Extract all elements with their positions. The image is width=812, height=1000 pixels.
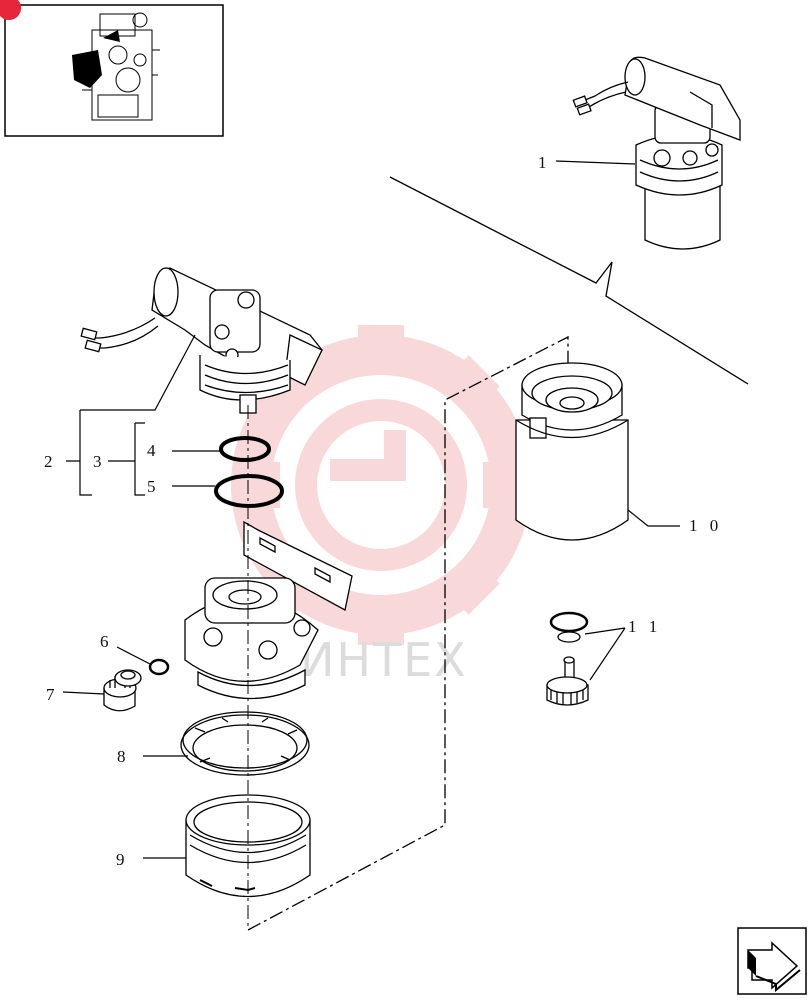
filter-head-drawing — [184, 520, 353, 700]
filter-element-dash-leader — [247, 335, 569, 931]
callout-6: 6 — [100, 632, 113, 651]
callout-5: 5 — [147, 477, 160, 496]
callout-4: 4 — [147, 441, 160, 460]
callout-7: 7 — [46, 685, 59, 704]
part-5-o-ring — [214, 474, 284, 508]
callout-10: 1 0 — [689, 516, 722, 535]
callout-11: 1 1 — [628, 617, 661, 636]
part-2-pump-head-drawing — [80, 267, 323, 414]
part-7-drain-plug — [103, 669, 142, 712]
leader-lines — [62, 160, 680, 859]
part-10-filter-element — [515, 362, 629, 541]
part-1-filter-assembly-drawing — [572, 56, 741, 250]
callout-1: 1 — [538, 153, 551, 172]
callout-8: 8 — [117, 747, 130, 766]
watermark-text: ИНТЕХ — [300, 633, 468, 687]
engine-thumbnail-icon[interactable] — [4, 4, 224, 137]
part-8-locking-ring — [180, 711, 310, 776]
next-page-arrow-icon[interactable] — [737, 927, 807, 995]
callout-9: 9 — [116, 850, 129, 869]
part-9-bowl-collar — [185, 794, 311, 898]
callout-3: 3 — [93, 452, 106, 471]
part-11-seal-kit — [546, 611, 589, 706]
corner-badge — [0, 0, 22, 21]
part-6-seal-ring — [148, 658, 170, 676]
callout-2: 2 — [44, 452, 57, 471]
section-divider-line — [389, 176, 749, 385]
part-4-o-ring — [219, 436, 271, 462]
